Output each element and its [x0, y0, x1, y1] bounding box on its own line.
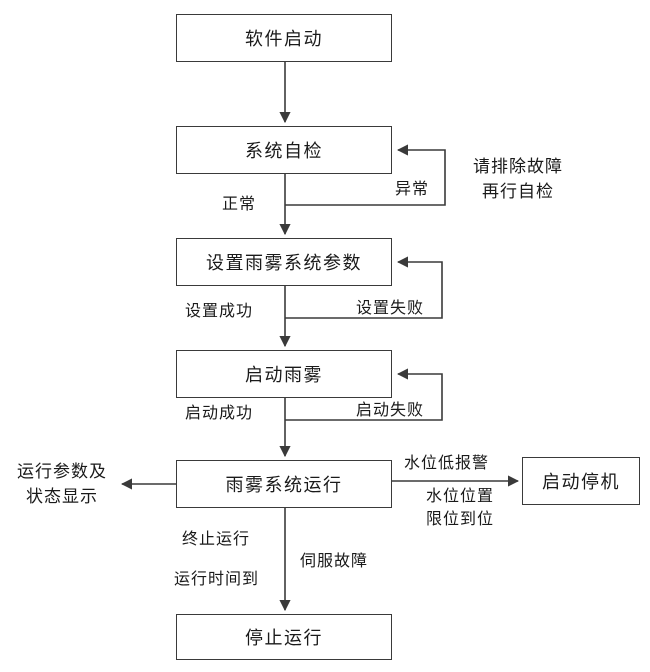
edge-label-selftest-ok: 正常: [222, 194, 257, 213]
label-fault-note: 请排除故障 再行自检: [462, 155, 574, 204]
node-selftest-label: 系统自检: [245, 141, 323, 162]
node-stoprunning[interactable]: 停止运行: [176, 614, 392, 660]
label-display-output-line1: 运行参数及: [17, 462, 107, 482]
edge-label-setparams-fail: 设置失败: [356, 298, 425, 317]
node-startmist[interactable]: 启动雨雾: [176, 350, 392, 398]
node-shutdown-label: 启动停机: [542, 472, 620, 493]
edge-label-selftest-fail: 异常: [395, 179, 430, 198]
edge-label-startmist-fail: 启动失败: [356, 400, 425, 419]
node-shutdown[interactable]: 启动停机: [522, 457, 640, 505]
edge-label-waterlevel-alarm: 水位低报警: [404, 453, 490, 472]
edge-label-servo-fault: 伺服故障: [300, 551, 369, 570]
node-startmist-label: 启动雨雾: [245, 365, 323, 386]
edge-setparams-fail-loop: [285, 256, 443, 319]
label-fault-note-line1: 请排除故障: [473, 157, 563, 177]
label-water-position-line2: 限位到位: [425, 509, 494, 529]
node-start-label: 软件启动: [245, 29, 323, 50]
label-water-position: 水位位置 限位到位: [410, 484, 510, 530]
edge-label-setparams-ok: 设置成功: [185, 301, 254, 320]
node-start[interactable]: 软件启动: [176, 14, 392, 62]
edge-selftest-fail-loop: [285, 144, 446, 206]
edge-label-runtime-reached: 运行时间到: [174, 569, 260, 588]
label-display-output-line2: 状态显示: [26, 486, 98, 507]
node-running-label: 雨雾系统运行: [225, 475, 343, 496]
label-display-output: 运行参数及 状态显示: [6, 460, 118, 509]
node-running[interactable]: 雨雾系统运行: [176, 460, 392, 508]
node-setparams-label: 设置雨雾系统参数: [206, 253, 362, 274]
edge-label-startmist-ok: 启动成功: [185, 403, 254, 422]
label-water-position-line1: 水位位置: [425, 486, 494, 505]
node-stoprunning-label: 停止运行: [245, 628, 323, 649]
label-fault-note-line2: 再行自检: [482, 181, 554, 202]
node-selftest[interactable]: 系统自检: [176, 126, 392, 174]
edge-startmist-fail-loop: [285, 368, 443, 421]
edge-label-stop-running: 终止运行: [182, 529, 251, 548]
node-setparams[interactable]: 设置雨雾系统参数: [176, 238, 392, 286]
